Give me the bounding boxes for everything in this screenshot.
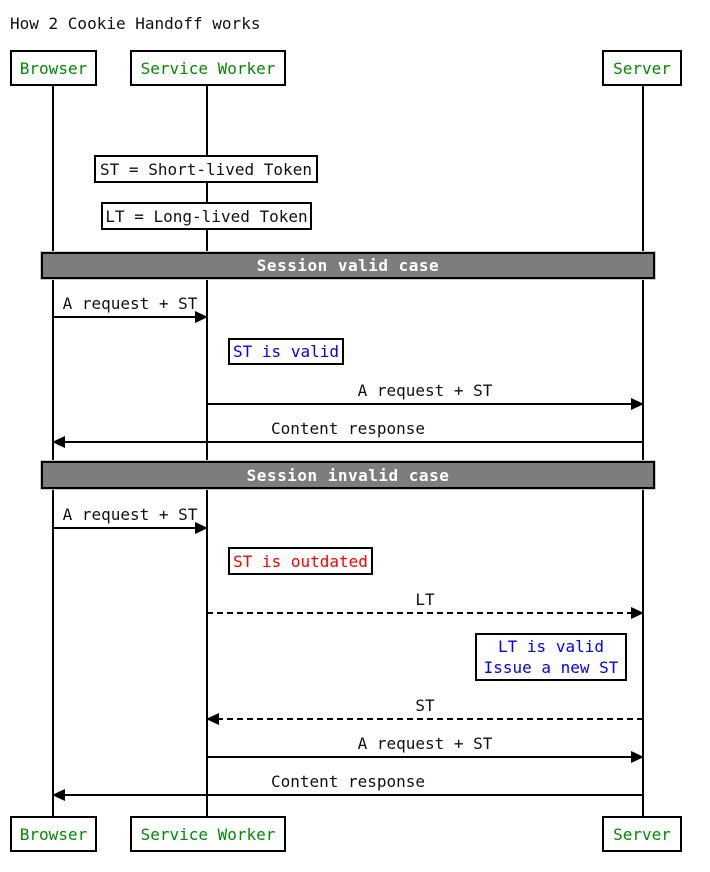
message-line bbox=[53, 522, 208, 534]
message-content-response-2: Content response bbox=[52, 772, 643, 801]
arrowhead-left-icon bbox=[52, 436, 65, 448]
message-label: A request + ST bbox=[357, 734, 493, 753]
actor-browser-top: Browser bbox=[10, 50, 97, 86]
message-line bbox=[53, 311, 208, 323]
legend-note-label: LT = Long-lived Token bbox=[105, 206, 308, 226]
legend-note-label: ST = Short-lived Token bbox=[100, 159, 312, 179]
lifeline-browser bbox=[52, 86, 54, 816]
message-line bbox=[207, 751, 644, 763]
message-request-st-4: A request + ST bbox=[207, 734, 644, 763]
message-line bbox=[207, 398, 644, 410]
actor-service-worker-bottom: Service Worker bbox=[130, 816, 286, 852]
section-divider-invalid: Session invalid case bbox=[41, 461, 655, 489]
section-divider-label: Session valid case bbox=[256, 256, 440, 275]
arrowhead-left-icon bbox=[206, 713, 219, 725]
message-line-dashed bbox=[206, 713, 643, 725]
arrowhead-right-icon bbox=[195, 311, 208, 323]
page-title: How 2 Cookie Handoff works bbox=[10, 14, 261, 33]
message-st: ST bbox=[206, 696, 643, 725]
lifeline-service-worker bbox=[206, 86, 208, 816]
actor-server-top: Server bbox=[602, 50, 682, 86]
section-divider-label: Session invalid case bbox=[246, 465, 450, 485]
actor-label: Server bbox=[613, 58, 671, 78]
message-label: Content response bbox=[270, 772, 426, 791]
note-lt-valid: LT is valid Issue a new ST bbox=[475, 633, 627, 681]
lifeline-server bbox=[642, 86, 644, 816]
actor-label: Service Worker bbox=[140, 58, 276, 78]
actor-label: Browser bbox=[19, 58, 88, 78]
message-line bbox=[52, 789, 643, 801]
message-lt: LT bbox=[207, 590, 644, 619]
message-request-st-3: A request + ST bbox=[53, 505, 208, 534]
arrowhead-right-icon bbox=[195, 522, 208, 534]
arrowhead-right-icon bbox=[631, 607, 644, 619]
message-line-dashed bbox=[207, 607, 644, 619]
actor-server-bottom: Server bbox=[602, 816, 682, 852]
arrowhead-right-icon bbox=[631, 751, 644, 763]
message-label: A request + ST bbox=[357, 381, 493, 400]
note-label: LT is valid bbox=[498, 637, 604, 656]
message-label: A request + ST bbox=[62, 294, 198, 313]
note-label: Issue a new ST bbox=[483, 658, 619, 677]
message-line bbox=[52, 436, 643, 448]
note-label: ST is outdated bbox=[233, 551, 368, 571]
message-label: LT bbox=[415, 590, 435, 609]
legend-note-lt: LT = Long-lived Token bbox=[101, 202, 312, 230]
message-label: A request + ST bbox=[62, 505, 198, 524]
section-divider-valid: Session valid case bbox=[41, 252, 655, 279]
actor-browser-bottom: Browser bbox=[10, 816, 97, 852]
message-label: Content response bbox=[270, 419, 426, 438]
message-content-response-1: Content response bbox=[52, 419, 643, 448]
legend-note-st: ST = Short-lived Token bbox=[94, 155, 318, 183]
note-st-outdated: ST is outdated bbox=[228, 547, 373, 575]
actor-label: Service Worker bbox=[140, 824, 276, 844]
actor-service-worker-top: Service Worker bbox=[130, 50, 286, 86]
message-request-st-2: A request + ST bbox=[207, 381, 644, 410]
note-st-valid: ST is valid bbox=[228, 338, 344, 365]
message-label: ST bbox=[415, 696, 435, 715]
actor-label: Server bbox=[613, 824, 671, 844]
message-request-st-1: A request + ST bbox=[53, 294, 208, 323]
arrowhead-left-icon bbox=[52, 789, 65, 801]
actor-label: Browser bbox=[19, 824, 88, 844]
arrowhead-right-icon bbox=[631, 398, 644, 410]
note-label: ST is valid bbox=[233, 342, 339, 361]
